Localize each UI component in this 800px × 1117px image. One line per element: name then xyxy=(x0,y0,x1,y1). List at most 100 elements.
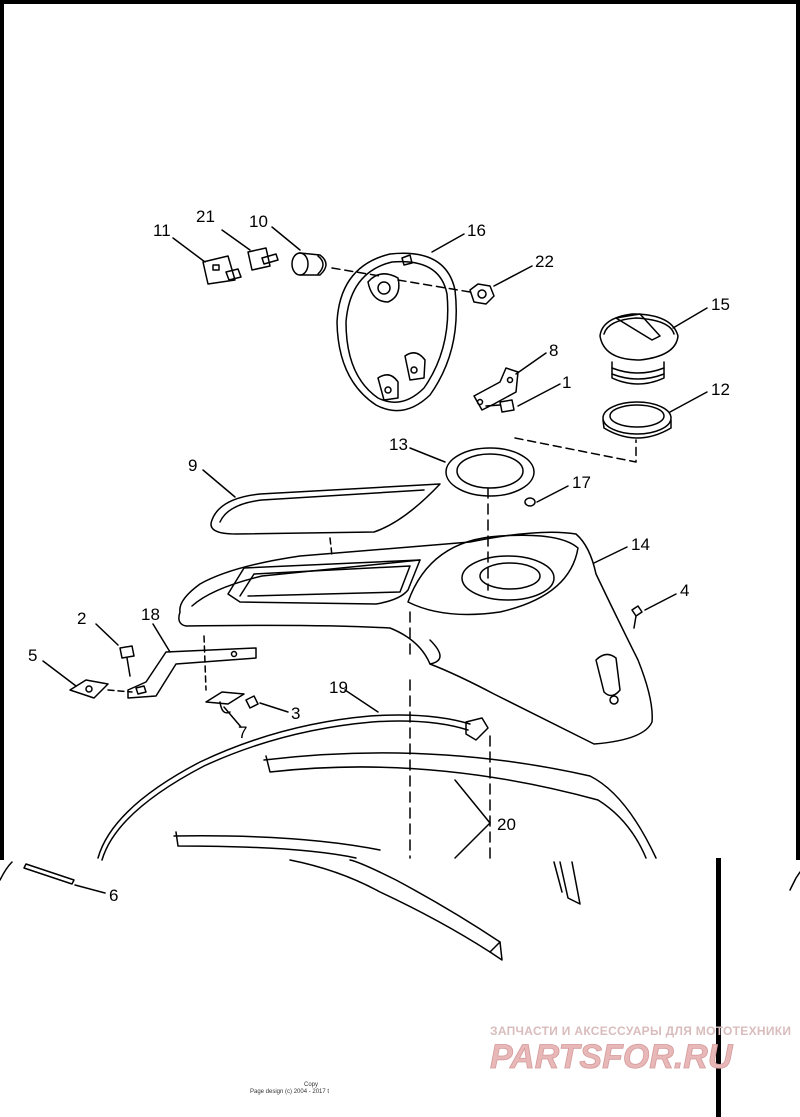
part-10-lock-body xyxy=(299,252,327,276)
part-7-clip xyxy=(205,691,245,705)
part-2-bolt-head xyxy=(119,645,135,659)
callout-9: 9 xyxy=(188,456,198,475)
part-15-fuel-cap xyxy=(599,313,679,361)
part-12-gasket-side xyxy=(602,419,672,439)
part-16-lock-boss xyxy=(367,273,400,303)
leader-22 xyxy=(493,265,533,287)
callout-20: 20 xyxy=(497,815,516,834)
part-13-ring-inner xyxy=(456,453,524,489)
part-11-key-tab xyxy=(225,268,242,281)
callout-15: 15 xyxy=(711,295,730,314)
frame-left-border xyxy=(0,0,4,860)
axis-clip xyxy=(107,689,133,693)
footer-page-design: Page design (c) 2004 - 2017 t xyxy=(250,1089,330,1095)
callout-7: 7 xyxy=(238,723,248,742)
part-1-screw-shank xyxy=(485,404,501,407)
leader-20a xyxy=(454,779,491,824)
part-15-cap-rim xyxy=(603,317,675,335)
part-16-lock-hole xyxy=(377,281,391,295)
callout-6: 6 xyxy=(109,886,119,905)
part-17-plug xyxy=(524,497,536,507)
part-18-foot xyxy=(135,685,147,695)
part-10-lock-front xyxy=(291,252,309,276)
part-14-side-slot xyxy=(595,653,621,697)
part-21-key-blade xyxy=(261,253,279,265)
part-20-trim-end xyxy=(489,941,503,961)
right-edge-fragment xyxy=(789,871,800,891)
leader-12 xyxy=(669,391,708,413)
part-12-gasket xyxy=(602,401,672,435)
leader-2 xyxy=(95,623,119,646)
part-14-top-edge xyxy=(191,559,421,607)
part-14-mount-hole xyxy=(609,695,619,705)
axis-bracket xyxy=(203,635,207,691)
leader-21 xyxy=(221,229,251,251)
callout-4: 4 xyxy=(680,581,690,600)
part-21-key xyxy=(247,247,271,271)
callout-5: 5 xyxy=(28,646,38,665)
part-9-pad xyxy=(210,483,441,535)
part-20-trim-right-inner xyxy=(553,861,563,893)
leader-14 xyxy=(593,546,628,564)
part-16-hinge-b-hole xyxy=(384,386,392,394)
part-20-trim-bottom xyxy=(175,831,357,859)
leader-5 xyxy=(42,660,77,687)
part-22-nut-hole xyxy=(477,289,487,299)
callout-14: 14 xyxy=(631,535,650,554)
leader-1 xyxy=(517,383,561,407)
part-11-slot xyxy=(212,264,220,271)
callout-18: 18 xyxy=(141,605,160,624)
part-16-fuel-door-inner xyxy=(345,260,449,403)
leader-4 xyxy=(644,593,677,611)
watermark-logo: PARTSFOR.RU xyxy=(490,1038,735,1076)
leader-11 xyxy=(172,237,206,263)
leader-8 xyxy=(515,352,547,375)
part-14-filler-neck xyxy=(461,555,555,601)
part-16-hinge-a-hole xyxy=(410,366,418,374)
part-1-screw-head xyxy=(499,399,515,413)
part-14-console xyxy=(178,531,653,745)
part-15-thread-line-b xyxy=(611,373,665,380)
part-19-cable xyxy=(97,714,471,859)
part-18-bracket xyxy=(127,647,257,699)
part-20-trim-lower xyxy=(289,859,501,953)
leader-13 xyxy=(409,447,446,463)
leader-15 xyxy=(672,307,708,329)
axis-nut xyxy=(397,279,471,293)
part-7-clip-tab xyxy=(219,701,231,714)
part-20-trim-top xyxy=(265,755,647,859)
leader-17 xyxy=(536,485,569,503)
axis-lock xyxy=(331,267,381,277)
part-19-cable-end xyxy=(465,717,489,741)
leader-19 xyxy=(344,689,379,713)
frame-bottom-divider xyxy=(716,858,721,1117)
part-6-left-edge xyxy=(0,861,13,881)
part-16-tab xyxy=(401,254,413,266)
leader-10 xyxy=(271,226,301,251)
callout-19: 19 xyxy=(329,678,348,697)
watermark-tagline: ЗАПЧАСТИ И АКСЕССУАРЫ ДЛЯ МОТОТЕХНИКИ xyxy=(490,1024,792,1038)
part-15-cap-handle xyxy=(615,313,661,341)
part-20-trim-top-outer xyxy=(263,752,657,859)
part-15-cap-thread xyxy=(611,361,665,385)
part-13-ring xyxy=(445,447,535,497)
part-14-filler-well xyxy=(407,534,579,616)
part-10-lock-ring xyxy=(317,255,324,275)
part-16-fuel-door xyxy=(336,252,458,412)
axis-fuel-cap xyxy=(514,437,637,463)
leader-3 xyxy=(259,702,289,713)
part-15-thread-line-a xyxy=(611,367,665,374)
callout-21: 21 xyxy=(196,207,215,226)
callout-22: 22 xyxy=(535,252,554,271)
part-16-hinge-b xyxy=(377,374,399,401)
part-19-cable-outer xyxy=(101,720,469,861)
callout-13: 13 xyxy=(389,435,408,454)
frame-top-border xyxy=(0,0,800,4)
leader-9 xyxy=(202,469,236,498)
part-20-trim-right xyxy=(559,861,581,905)
frame-right-border xyxy=(796,0,800,860)
part-11-key-plate xyxy=(202,255,236,285)
leader-16 xyxy=(431,233,465,253)
part-18-hole xyxy=(230,650,238,658)
